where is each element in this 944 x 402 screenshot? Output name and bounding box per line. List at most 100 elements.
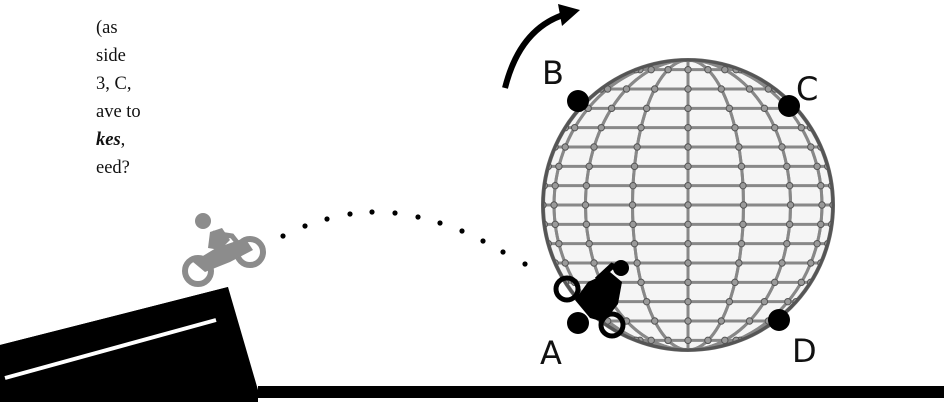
launch-ramp [0, 287, 258, 402]
question-line-4: ave to [96, 102, 141, 122]
cage-joint [817, 220, 825, 229]
cage-joint [760, 104, 769, 113]
question-line-5: kes, [96, 126, 226, 154]
cage-joint [818, 201, 826, 209]
cage-joint [717, 317, 725, 325]
cage-joint [684, 181, 692, 190]
cage-joint [739, 201, 748, 209]
cage-joint [637, 278, 645, 287]
cage-joint [725, 297, 734, 306]
cage-joint [622, 85, 631, 93]
trajectory-dot [369, 209, 375, 215]
cage-joint [785, 220, 794, 229]
point-b-marker [567, 90, 589, 112]
motorcycle-rider-icon [553, 260, 629, 339]
cage-joint [725, 104, 734, 113]
trajectory-dot [459, 228, 465, 234]
question-line-3: 3, C, [96, 74, 132, 94]
cage-joint [637, 123, 645, 132]
trajectory-dot [522, 261, 528, 267]
cage-joint [735, 259, 743, 267]
cage-joint [684, 220, 692, 229]
cage-joint [783, 162, 791, 171]
cage-joint [629, 181, 637, 190]
cage-joint [642, 104, 651, 113]
point-c-marker [778, 95, 800, 117]
cage-joint [784, 297, 792, 306]
cage-joint [684, 104, 692, 113]
point-a-marker [567, 312, 589, 334]
cage-joint [684, 162, 692, 171]
trajectory-dot [347, 211, 353, 217]
cage-joint [684, 65, 692, 74]
trajectory-dot [415, 214, 421, 220]
cage-joint [778, 143, 786, 151]
question-line-1: (as [96, 18, 118, 38]
cage-joint [628, 201, 637, 209]
question-line-5-rest: , [120, 130, 126, 150]
label-c: C [796, 70, 818, 108]
question-text: (as side 3, C, ave to kes, eed? [96, 14, 226, 182]
cage-joint [633, 259, 641, 267]
cage-joint [684, 259, 692, 267]
cage-joint [543, 201, 547, 209]
label-a: A [540, 334, 562, 372]
cage-joint [704, 65, 712, 74]
cage-joint [797, 123, 806, 132]
trajectory-dot [280, 233, 286, 239]
label-b: B [542, 54, 564, 92]
cage-joint [704, 336, 712, 345]
cage-joint [745, 317, 754, 325]
cage-joint [582, 181, 591, 190]
cage-joint [739, 181, 747, 190]
trajectory-dot [437, 220, 443, 226]
cage-joint [561, 259, 569, 267]
cage-joint [629, 220, 637, 229]
cage-joint [739, 220, 747, 229]
cage-joint [684, 336, 692, 345]
cage-joint [551, 220, 559, 229]
cage-joint [797, 278, 806, 287]
cage-joint [647, 336, 655, 345]
trajectory-dot [500, 249, 506, 255]
cage-joint [771, 123, 779, 132]
cage-joint [807, 259, 815, 267]
cage-joint [721, 65, 729, 74]
cage-joint [684, 317, 692, 325]
question-line-2: side [96, 46, 126, 66]
question-line-6: eed? [96, 158, 130, 178]
cage-joint [813, 239, 821, 248]
cage-joint [684, 143, 692, 151]
cage-joint [630, 239, 639, 248]
cage-joint [735, 143, 743, 151]
rotation-arrow-icon [502, 4, 580, 89]
cage-joint [684, 85, 692, 93]
cage-joint [785, 181, 794, 190]
cage-joint [647, 65, 655, 74]
cage-joint [550, 201, 558, 209]
cage-joint [731, 278, 739, 287]
cage-joint [684, 239, 692, 248]
cage-joint [737, 239, 746, 248]
motorcycle-icon [182, 213, 266, 287]
cage-joint [582, 220, 591, 229]
cage-joint [684, 297, 692, 306]
cage-joint [771, 278, 779, 287]
cage-joint [807, 143, 815, 151]
cage-joint [737, 162, 746, 171]
cage-joint [630, 162, 639, 171]
cage-joint [783, 239, 791, 248]
cage-joint [561, 143, 569, 151]
cage-joint [778, 259, 786, 267]
cage-joint [684, 201, 692, 209]
cage-joint [633, 143, 641, 151]
trajectory-dot [480, 238, 486, 244]
cage-joint [717, 85, 725, 93]
cage-joint [555, 239, 563, 248]
cage-joint [651, 317, 659, 325]
cage-joint [642, 297, 651, 306]
point-d-marker [768, 309, 790, 331]
cage-joint [607, 104, 616, 113]
cage-joint [585, 239, 593, 248]
label-d: D [792, 332, 817, 370]
